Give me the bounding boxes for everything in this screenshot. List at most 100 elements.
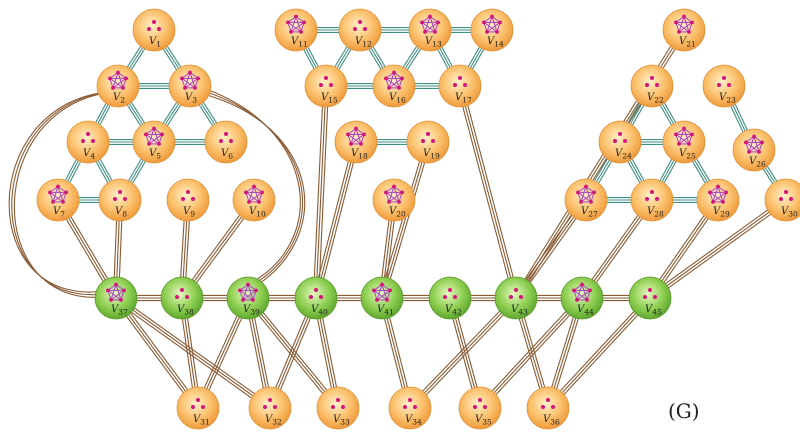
pentagram-icon (420, 14, 440, 34)
pentagram-icon (286, 14, 306, 34)
dots-icon (309, 288, 323, 299)
vertex-label: V17 (455, 92, 472, 105)
vertex-label: V10 (249, 206, 266, 219)
edge-V17-V43 (456, 85, 520, 299)
curved-edge-V3-V39 (199, 86, 306, 288)
vertex-v4: V4 (66, 120, 110, 164)
vertex-v22: V22 (630, 64, 674, 108)
graph-label: (G) (668, 399, 700, 423)
dots-icon (443, 288, 457, 299)
dots-icon (175, 288, 189, 299)
dots-icon (113, 190, 127, 201)
vertex-v26: V26 (732, 128, 776, 172)
vertex-label: V6 (221, 148, 233, 161)
vertex-label: V30 (781, 206, 798, 219)
vertex-label: V41 (377, 304, 394, 317)
vertex-label: V40 (311, 304, 328, 317)
vertex-v37: V37 (94, 276, 138, 320)
pentagram-icon (180, 70, 200, 90)
dots-icon (81, 132, 95, 143)
pentagram-icon (244, 184, 264, 204)
vertex-label: V42 (445, 304, 462, 317)
vertex-v21: V21 (662, 8, 706, 52)
vertex-v33: V33 (316, 386, 360, 430)
pentagram-icon (346, 126, 366, 146)
vertex-v27: V27 (564, 178, 608, 222)
vertex-v18: V18 (334, 120, 378, 164)
vertex-label: V26 (749, 156, 766, 169)
pentagram-icon (48, 184, 68, 204)
vertex-label: V4 (83, 148, 95, 161)
pentagram-icon (576, 184, 596, 204)
pentagram-icon (144, 126, 164, 146)
vertex-label: V11 (291, 36, 308, 49)
vertex-label: V43 (511, 304, 528, 317)
vertex-label: V34 (405, 414, 422, 427)
dots-icon (645, 190, 659, 201)
vertex-label: V32 (265, 414, 282, 427)
vertex-v31: V31 (176, 386, 220, 430)
vertex-label: V38 (177, 304, 194, 317)
vertex-v40: V40 (294, 276, 338, 320)
vertex-label: V24 (615, 148, 632, 161)
dots-icon (319, 76, 333, 87)
vertex-v45: V45 (628, 276, 672, 320)
dots-icon (473, 398, 487, 409)
pentagram-icon (108, 70, 128, 90)
vertex-label: V16 (389, 92, 406, 105)
vertex-v2: V2 (96, 64, 140, 108)
vertex-v29: V29 (696, 178, 740, 222)
vertex-v8: V8 (98, 178, 142, 222)
vertex-v9: V9 (166, 178, 210, 222)
dots-icon (453, 76, 467, 87)
vertex-label: V35 (475, 414, 492, 427)
vertex-label: V37 (111, 304, 128, 317)
vertex-label: V27 (581, 206, 598, 219)
edge-layer (55, 27, 789, 411)
vertex-label: V29 (713, 206, 730, 219)
edge-V43-V34 (407, 295, 519, 411)
vertex-label: V18 (351, 148, 368, 161)
vertex-v24: V24 (598, 120, 642, 164)
vertex-label: V23 (719, 92, 736, 105)
vertex-v38: V38 (160, 276, 204, 320)
vertex-v11: V11 (274, 8, 318, 52)
vertex-v19: V19 (406, 120, 450, 164)
vertex-label: V45 (645, 304, 662, 317)
vertex-v13: V13 (408, 8, 452, 52)
dots-icon (181, 190, 195, 201)
dots-icon (613, 132, 627, 143)
vertex-v43: V43 (494, 276, 538, 320)
dots-icon (403, 398, 417, 409)
vertex-v35: V35 (458, 386, 502, 430)
vertex-v12: V12 (338, 8, 382, 52)
pentagram-icon (482, 14, 502, 34)
vertex-v36: V36 (526, 386, 570, 430)
pentagram-icon (674, 126, 694, 146)
vertex-label: V15 (321, 92, 338, 105)
dots-icon (717, 76, 731, 87)
vertex-label: V2 (113, 92, 125, 105)
dots-icon (779, 190, 793, 201)
vertex-v23: V23 (702, 64, 746, 108)
vertex-v6: V6 (204, 120, 248, 164)
vertex-v15: V15 (304, 64, 348, 108)
vertex-label: V9 (183, 206, 195, 219)
vertex-v34: V34 (388, 386, 432, 430)
pentagram-icon (384, 70, 404, 90)
vertex-v10: V10 (232, 178, 276, 222)
dots-icon (353, 20, 367, 31)
dots-icon (191, 398, 205, 409)
dots-icon (263, 398, 277, 409)
vertex-v41: V41 (360, 276, 404, 320)
vertex-label: V1 (149, 36, 161, 49)
vertex-v5: V5 (132, 120, 176, 164)
vertex-v30: V30 (764, 178, 800, 222)
dots-icon (331, 398, 345, 409)
vertex-label: V12 (355, 36, 372, 49)
vertex-v14: V14 (470, 8, 514, 52)
vertex-label: V33 (333, 414, 350, 427)
vertex-label: V21 (679, 36, 696, 49)
vertex-label: V8 (115, 206, 127, 219)
